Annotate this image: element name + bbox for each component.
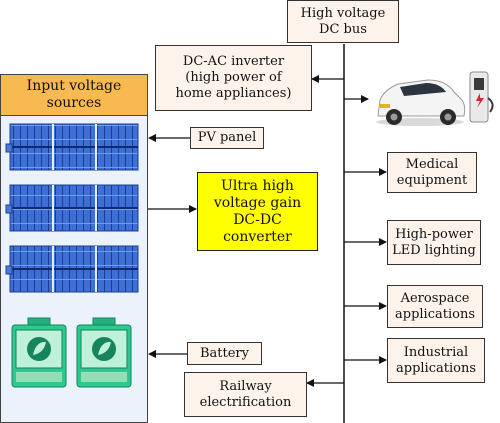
medical-equipment-box: Medical equipment: [387, 152, 477, 193]
input-sources-header: Input voltage sources: [0, 74, 148, 116]
pv-panel-icon: [5, 123, 139, 171]
pv-panel-icon: [5, 245, 139, 293]
dc-ac-inverter-box: DC-AC inverter (high power of home appli…: [155, 45, 312, 111]
railway-electrification-box: Railway electrification: [184, 372, 307, 417]
pv-panel-label: PV panel: [190, 127, 264, 149]
dc-bus-label: High voltage DC bus: [287, 0, 399, 43]
pv-panel-icon: [5, 184, 139, 232]
electric-car-icon: [376, 79, 466, 126]
charging-station-icon: [469, 71, 494, 123]
battery-label: Battery: [187, 342, 262, 365]
battery-icon: [11, 317, 67, 388]
led-lighting-box: High-power LED lighting: [387, 220, 481, 265]
dc-dc-converter-box: Ultra high voltage gain DC-DC converter: [197, 172, 318, 251]
industrial-applications-box: Industrial applications: [387, 338, 485, 383]
aerospace-applications-box: Aerospace applications: [387, 285, 483, 328]
battery-icon: [76, 317, 132, 388]
